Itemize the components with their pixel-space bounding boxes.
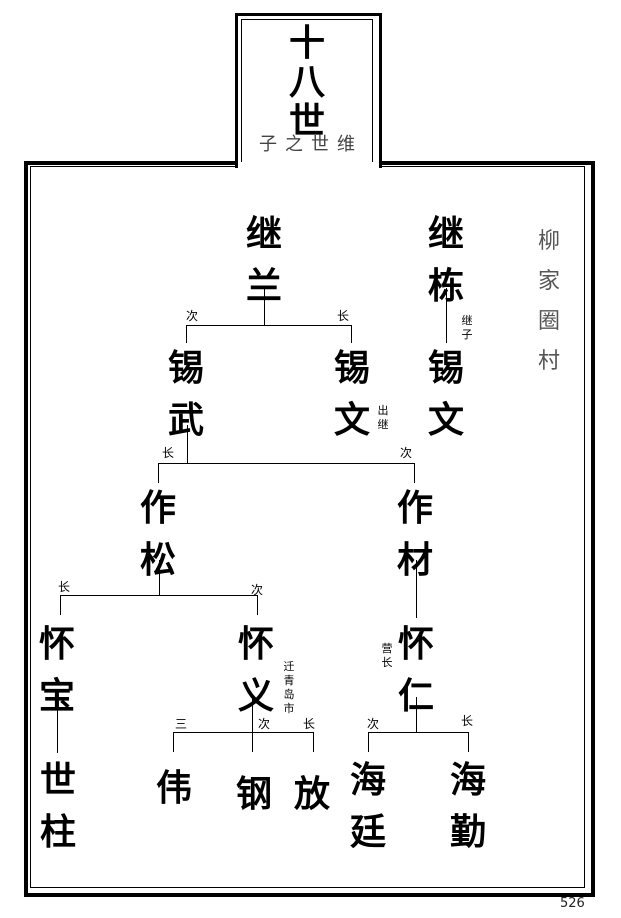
person-name-haiting: 海廷 xyxy=(349,759,386,853)
page-number: 526 xyxy=(560,896,585,911)
connector-line xyxy=(60,595,258,597)
annotation-chuji: 出继 xyxy=(377,404,389,431)
person-name-zuosong: 作松 xyxy=(139,487,176,581)
person-name-huaiyi: 怀义 xyxy=(237,623,274,717)
person-name-haiqin: 海勤 xyxy=(449,759,486,853)
connector-line xyxy=(158,463,415,465)
annotation-qian-qingdao: 迁青岛市 xyxy=(283,660,295,715)
connector-line xyxy=(57,697,59,753)
connector-line xyxy=(173,732,314,734)
connector-line xyxy=(351,325,353,343)
rank-label: 次 xyxy=(400,446,413,460)
person-name-zuocai: 作材 xyxy=(396,487,433,581)
rank-label: 次 xyxy=(251,583,264,597)
person-name-fang: 放 xyxy=(293,773,330,815)
connector-line xyxy=(186,325,188,343)
annotation-yingzhang: 营长 xyxy=(381,642,393,669)
connector-line xyxy=(187,425,189,463)
generation-box-outer xyxy=(235,13,382,168)
annotation-jizi: 继子 xyxy=(461,314,473,341)
person-name-jilan: 继兰 xyxy=(245,213,282,307)
connector-line xyxy=(186,325,352,327)
rank-label: 长 xyxy=(337,309,350,323)
generation-subtitle: 子之世维 xyxy=(259,134,363,155)
person-name-xiwu: 锡武 xyxy=(167,347,204,441)
connector-line xyxy=(368,732,469,734)
connector-line xyxy=(60,595,62,615)
connector-line xyxy=(416,560,418,618)
rank-label: 长 xyxy=(162,446,175,460)
person-name-xiwen: 锡文 xyxy=(333,347,370,441)
person-name-xiwen-adopted: 锡文 xyxy=(427,347,464,441)
connector-line xyxy=(257,595,259,615)
connector-line xyxy=(446,288,448,343)
connector-line xyxy=(368,732,370,752)
rank-label: 次 xyxy=(186,309,199,323)
connector-line xyxy=(468,732,470,752)
connector-line xyxy=(159,560,161,595)
generation-title: 十八世 xyxy=(288,22,325,142)
person-name-huaibao: 怀宝 xyxy=(38,623,75,717)
village-name: 柳家圈村 xyxy=(537,229,560,374)
person-name-huairen: 怀仁 xyxy=(397,623,434,717)
rank-label: 长 xyxy=(58,580,71,594)
rank-label: 三 xyxy=(175,717,188,731)
connector-line xyxy=(158,463,160,483)
rank-label: 次 xyxy=(367,717,380,731)
generation-box-inner xyxy=(241,19,373,162)
connector-line xyxy=(313,732,315,752)
rank-label: 长 xyxy=(303,717,316,731)
person-name-wei: 伟 xyxy=(155,767,192,809)
connector-line xyxy=(252,697,254,732)
connector-line xyxy=(416,697,418,732)
person-name-shizhu: 世柱 xyxy=(39,759,76,853)
person-name-jidong: 继栋 xyxy=(427,213,464,307)
connector-line xyxy=(252,732,254,752)
person-name-gang: 钢 xyxy=(235,773,272,815)
connector-line xyxy=(173,732,175,752)
rank-label: 次 xyxy=(258,717,271,731)
rank-label: 长 xyxy=(461,714,474,728)
connector-line xyxy=(414,463,416,483)
connector-line xyxy=(264,288,266,325)
